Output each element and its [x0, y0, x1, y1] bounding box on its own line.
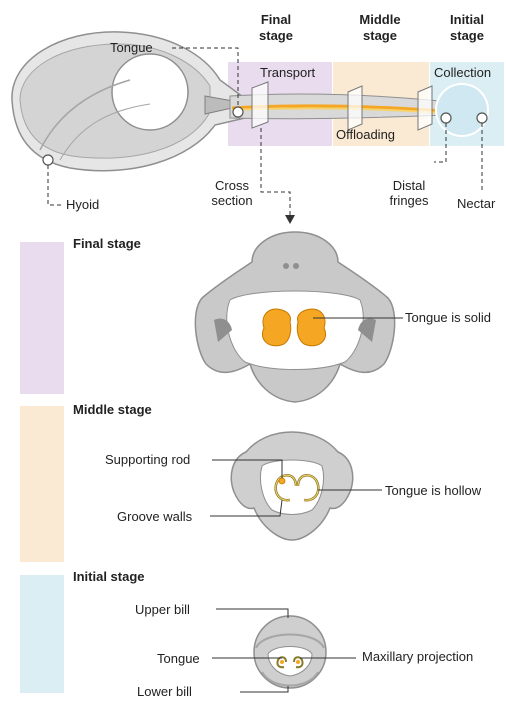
final-stage-title: Final stage [73, 236, 141, 251]
initial-stage-title: Initial stage [73, 569, 145, 584]
collection-label: Collection [434, 65, 491, 80]
initial-stage-header-line2: stage [436, 28, 498, 44]
initial-cross-section [212, 609, 356, 692]
transport-label: Transport [260, 65, 315, 80]
nectar-circle [436, 84, 488, 136]
cross-section-arrow [285, 215, 295, 224]
supporting-rod [279, 478, 285, 484]
tongue-is-hollow-label: Tongue is hollow [385, 483, 481, 498]
distal-fringes-label-line1: Distal [384, 178, 434, 193]
nectar-label: Nectar [457, 196, 495, 211]
middle-stage-header-line2: stage [349, 28, 411, 44]
upper-bill-label: Upper bill [135, 602, 190, 617]
distal-fringes-label-line2: fringes [384, 193, 434, 208]
initial-section-band [20, 575, 64, 693]
final-cross-section [195, 232, 403, 402]
fringe-marker [441, 113, 451, 123]
initial-stage-header-line1: Initial [436, 12, 498, 28]
middle-cross-section [210, 432, 382, 540]
cross-section-label: Cross section [205, 178, 259, 208]
groove-walls-label: Groove walls [117, 509, 192, 524]
distal-fringes-label: Distal fringes [384, 178, 434, 208]
supporting-rod-label: Supporting rod [105, 452, 190, 467]
hyoid-label: Hyoid [66, 197, 99, 212]
middle-stage-header: Middle stage [349, 12, 411, 44]
lower-bill-label: Lower bill [137, 684, 192, 699]
final-stage-header-line2: stage [248, 28, 304, 44]
final-stage-header-line1: Final [248, 12, 304, 28]
middle-stage-header-line1: Middle [349, 12, 411, 28]
initial-stage-header: Initial stage [436, 12, 498, 44]
initial-tongue-label: Tongue [157, 651, 200, 666]
offloading-label: Offloading [336, 127, 395, 142]
maxillary-projection-label: Maxillary projection [362, 649, 473, 664]
tongue-label: Tongue [110, 40, 153, 55]
eye-socket [112, 54, 188, 130]
cross-section-label-line2: section [205, 193, 259, 208]
final-section-band [20, 242, 64, 394]
middle-section-band [20, 406, 64, 562]
tongue-marker [233, 107, 243, 117]
middle-stage-title: Middle stage [73, 402, 152, 417]
hyoid-marker [43, 155, 53, 165]
final-stage-header: Final stage [248, 12, 304, 44]
nectar-drop [477, 113, 487, 123]
tongue-is-solid-label: Tongue is solid [405, 310, 491, 325]
cross-section-label-line1: Cross [205, 178, 259, 193]
